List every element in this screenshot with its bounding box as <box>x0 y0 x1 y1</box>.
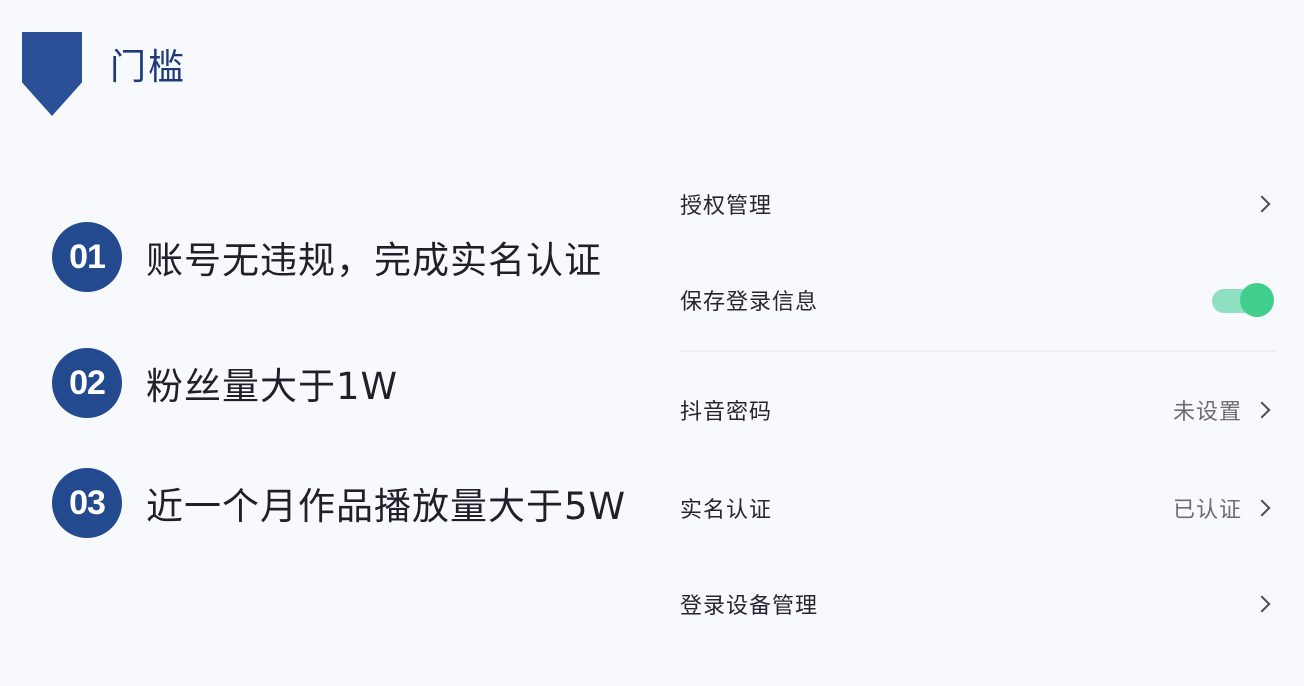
requirement-item: 02 粉丝量大于1W <box>52 348 398 418</box>
setting-row-save-login: 保存登录信息 <box>680 270 1276 330</box>
divider <box>680 350 1276 352</box>
section-badge-icon <box>22 32 82 116</box>
setting-label: 保存登录信息 <box>680 290 819 315</box>
requirement-number-badge: 01 <box>52 222 122 292</box>
setting-row-login-devices[interactable]: 登录设备管理 <box>680 574 1276 634</box>
chevron-right-icon <box>1253 195 1271 213</box>
requirement-item: 03 近一个月作品播放量大于5W <box>52 468 626 538</box>
setting-label: 实名认证 <box>680 498 773 523</box>
requirement-text: 账号无违规，完成实名认证 <box>146 239 602 282</box>
setting-row-authorization[interactable]: 授权管理 <box>680 174 1276 234</box>
setting-label: 登录设备管理 <box>680 594 819 619</box>
chevron-right-icon <box>1253 401 1271 419</box>
save-login-toggle[interactable] <box>1212 283 1274 317</box>
setting-row-real-name[interactable]: 实名认证 已认证 <box>680 478 1276 538</box>
setting-label: 抖音密码 <box>680 400 773 425</box>
setting-right <box>1253 195 1276 213</box>
setting-value: 已认证 <box>1172 498 1242 523</box>
setting-right: 已认证 <box>1173 492 1276 524</box>
setting-value: 未设置 <box>1172 400 1242 425</box>
toggle-knob <box>1240 283 1274 317</box>
chevron-right-icon <box>1253 499 1271 517</box>
section-title: 门槛 <box>110 47 187 88</box>
setting-row-douyin-password[interactable]: 抖音密码 未设置 <box>680 380 1276 440</box>
setting-right: 未设置 <box>1173 394 1276 426</box>
setting-label: 授权管理 <box>680 194 773 219</box>
requirement-number-badge: 03 <box>52 468 122 538</box>
requirement-item: 01 账号无违规，完成实名认证 <box>52 222 602 292</box>
chevron-right-icon <box>1253 595 1271 613</box>
setting-right <box>1253 595 1276 613</box>
requirement-text: 粉丝量大于1W <box>146 365 399 408</box>
requirement-number-badge: 02 <box>52 348 122 418</box>
requirement-text: 近一个月作品播放量大于5W <box>146 485 627 528</box>
